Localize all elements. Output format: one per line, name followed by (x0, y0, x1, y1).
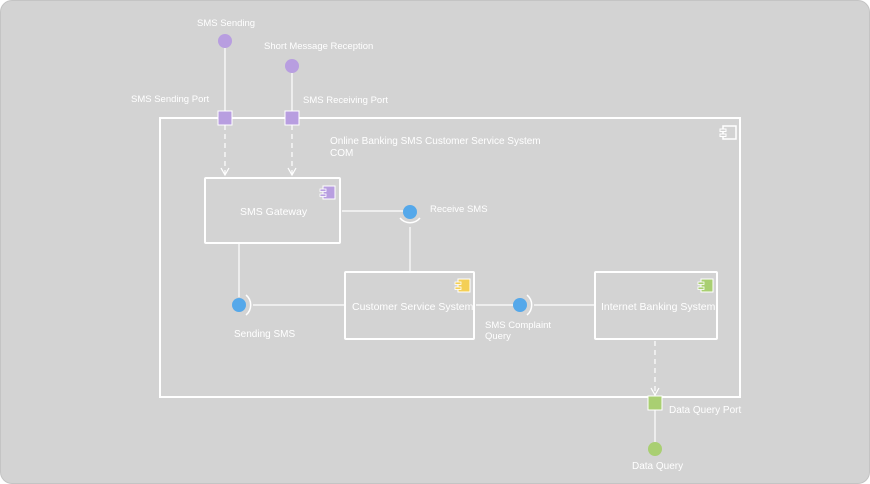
component-icon (719, 125, 737, 140)
sending-sms-interface[interactable] (232, 298, 246, 312)
system-subtitle: COM (330, 148, 354, 159)
short-message-reception-interface[interactable] (285, 59, 299, 73)
data-query-port-label: Data Query Port (669, 405, 742, 416)
sms-complaint-query-interface[interactable] (513, 298, 527, 312)
sms-gateway-component[interactable]: SMS Gateway (204, 177, 341, 244)
sms-receiving-port-label: SMS Receiving Port (303, 95, 389, 106)
sms-sending-interface[interactable] (218, 34, 232, 48)
complaint-query-socket (526, 294, 533, 316)
short-message-reception-label: Short Message Reception (264, 41, 374, 52)
receive-sms-socket (399, 217, 421, 224)
sms-complaint-query-label-1: SMS Complaint (485, 320, 551, 331)
arrow-down-icon (220, 167, 230, 177)
component-icon (319, 185, 336, 200)
receive-sms-interface[interactable] (403, 205, 417, 219)
sending-sms-socket (245, 294, 252, 316)
data-query-interface[interactable] (648, 442, 662, 456)
receive-sms-label: Receive SMS (430, 204, 488, 215)
customer-service-system-component[interactable]: Customer Service System (344, 271, 475, 340)
system-title: Online Banking SMS Customer Service Syst… (330, 136, 541, 147)
sms-complaint-query-label-2: Query (485, 331, 511, 342)
data-query-port[interactable] (647, 395, 663, 411)
data-query-label: Data Query (632, 461, 684, 472)
sms-gateway-title: SMS Gateway (240, 206, 308, 218)
component-icon (697, 278, 714, 293)
customer-service-system-title: Customer Service System (352, 301, 474, 313)
arrow-down-icon (287, 167, 297, 177)
component-icon (454, 278, 471, 293)
sms-sending-port-label: SMS Sending Port (131, 94, 210, 105)
sending-sms-label: Sending SMS (234, 329, 296, 340)
internet-banking-system-title: Internet Banking System (601, 301, 716, 313)
internet-banking-system-component[interactable]: Internet Banking System (594, 271, 718, 340)
sms-receiving-port[interactable] (284, 110, 300, 126)
system-boundary (159, 117, 741, 398)
sms-sending-port[interactable] (217, 110, 233, 126)
arrow-down-icon (650, 387, 660, 397)
sms-sending-label: SMS Sending (197, 18, 256, 29)
